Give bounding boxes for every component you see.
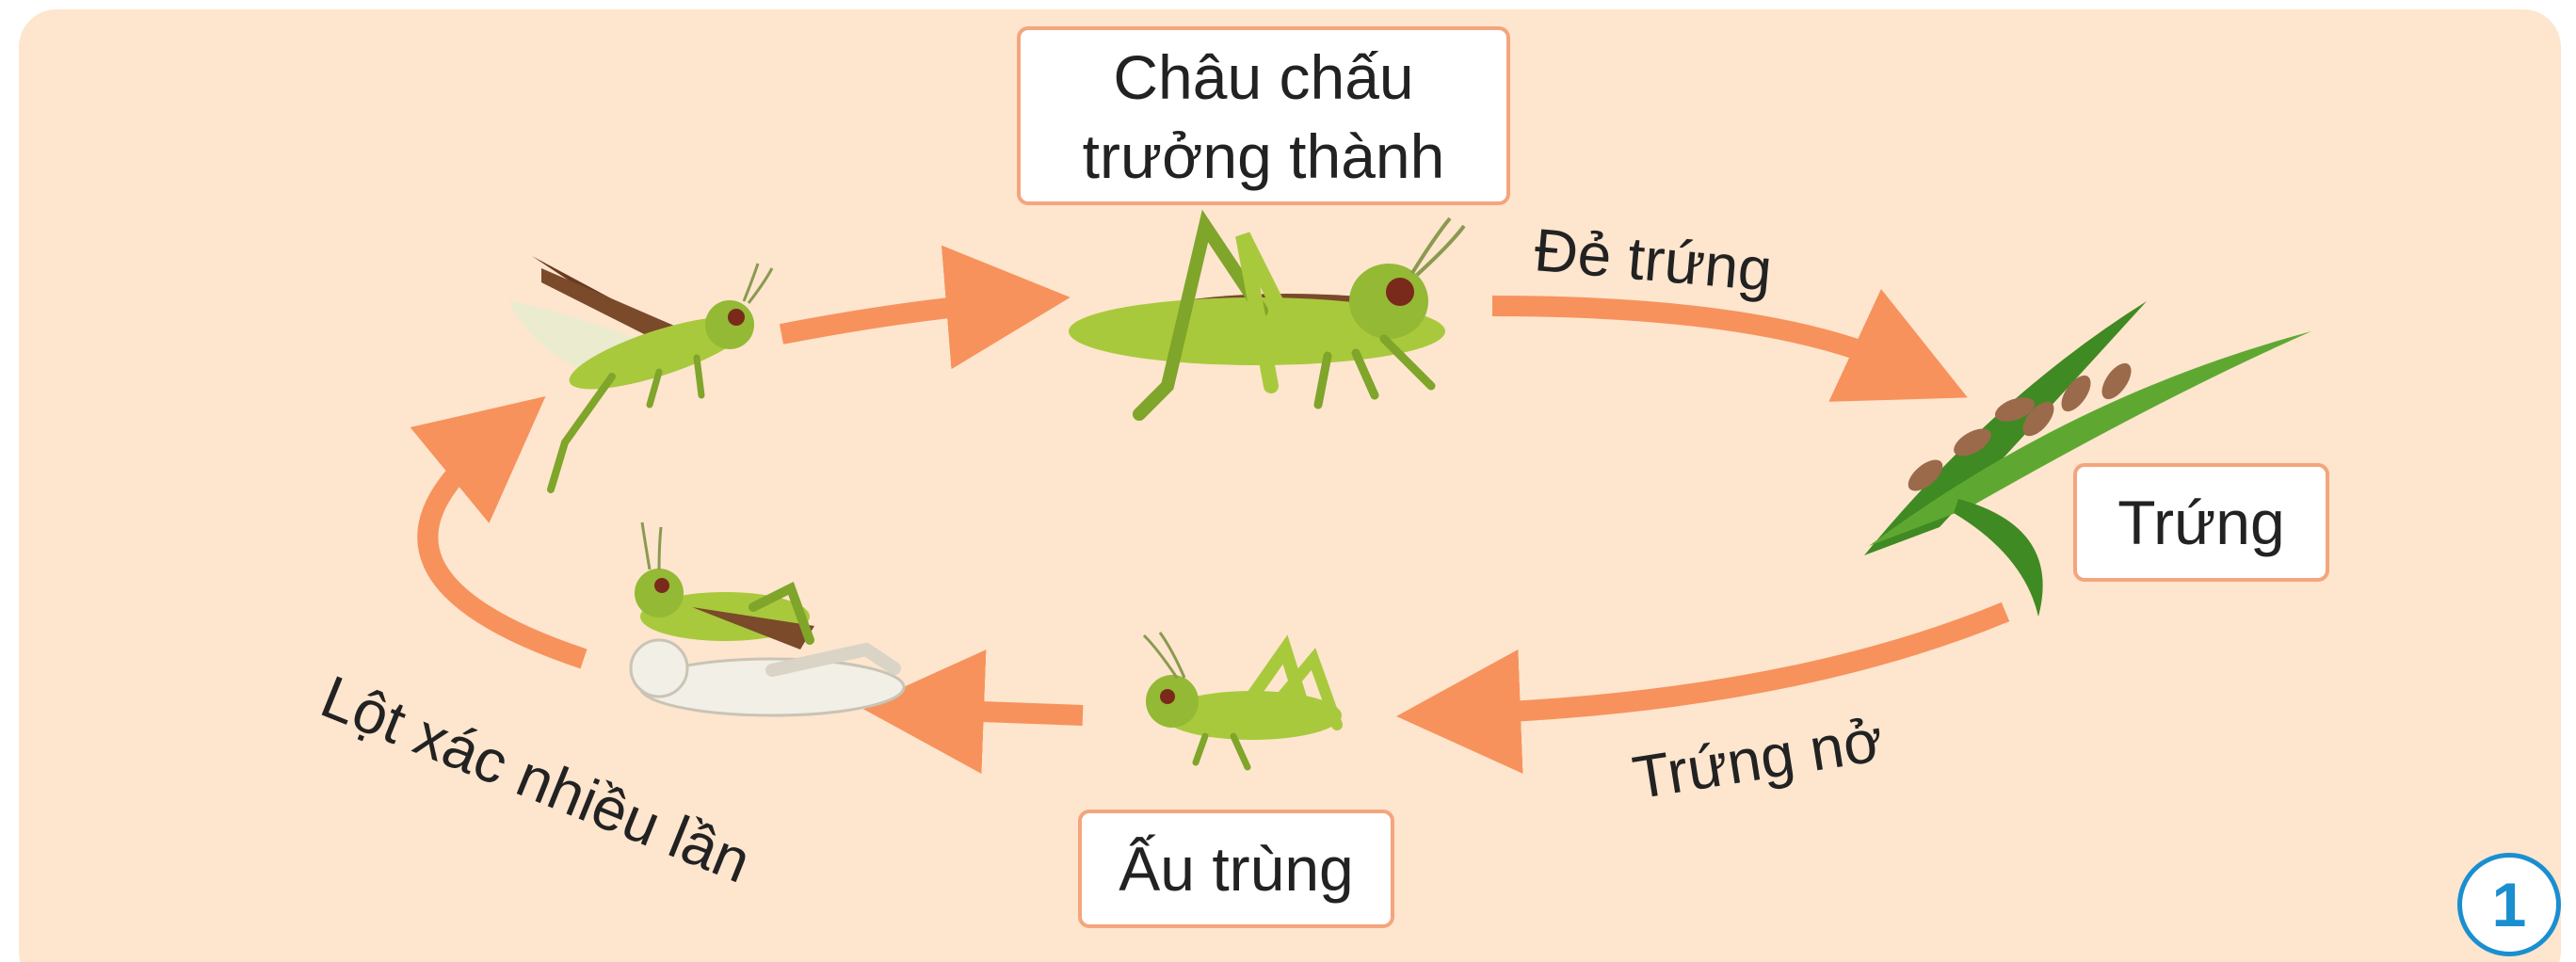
- adult-grasshopper-image: [1069, 209, 1466, 421]
- molting-grasshopper-image: [629, 521, 906, 717]
- flying-grasshopper-image: [508, 256, 774, 493]
- arrow-nymph-to-molting: [860, 649, 1084, 775]
- nymph-image: [1142, 632, 1343, 771]
- figure-number-badge: 1: [2457, 853, 2561, 956]
- leaf-with-eggs-image: [1864, 301, 2311, 617]
- arrow-molting-to-flying: [410, 396, 588, 669]
- arrow-flying-to-adult: [779, 245, 1071, 370]
- eggs-stage-label: Trứng: [2073, 463, 2329, 582]
- adult-stage-label: Châu chấu trưởng thành: [1017, 26, 1510, 205]
- arrow-adult-to-eggs: [1491, 288, 1968, 402]
- arrow-eggs-to-nymph: [1396, 601, 2010, 774]
- nymph-stage-label: Ấu trùng: [1078, 810, 1394, 928]
